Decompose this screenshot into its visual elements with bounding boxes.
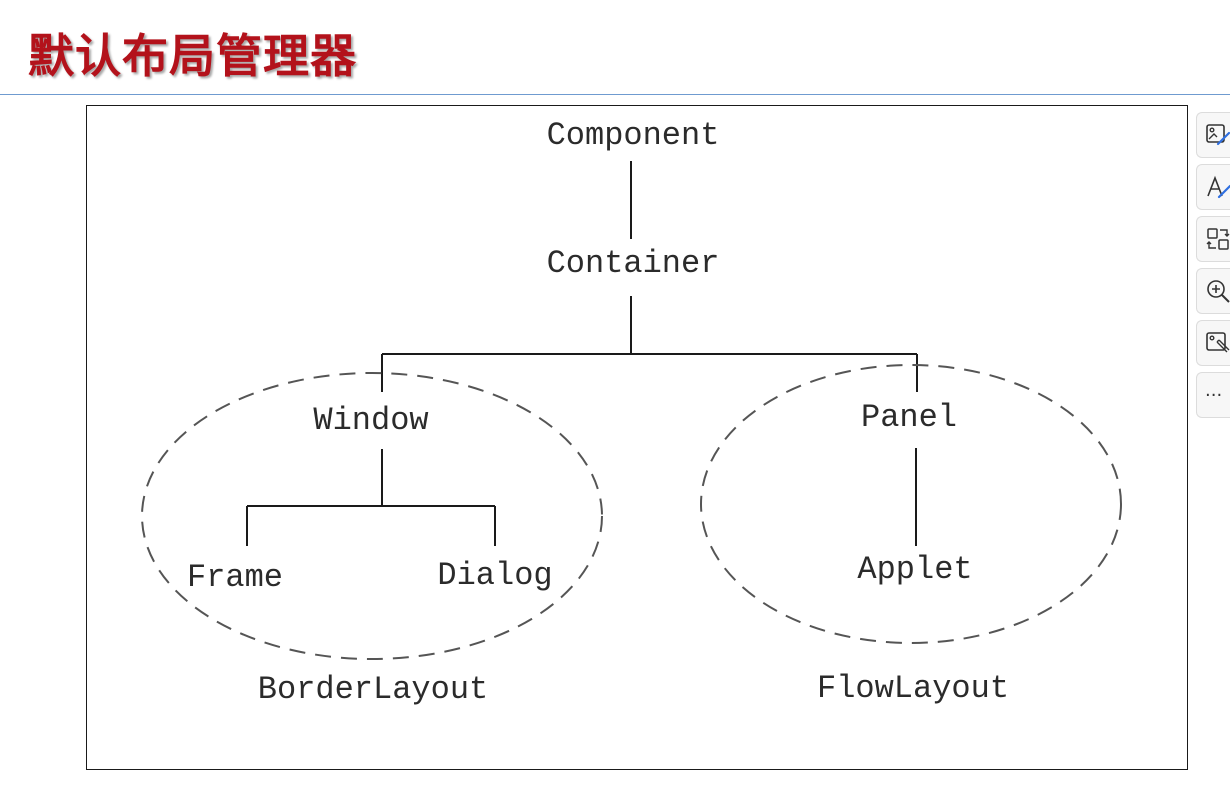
text-edit-icon [1207,175,1230,199]
border-layout-group-outline [141,372,603,660]
floating-toolbar: ··· [1196,112,1230,418]
image-tag-icon [1206,332,1230,353]
more-icon: ··· [1205,384,1223,406]
image-edit-button[interactable] [1196,112,1230,158]
flow-layout-group-outline [700,364,1122,644]
node-dialog: Dialog [437,557,552,594]
slide-title: 默认布局管理器 [28,29,357,83]
node-panel: Panel [861,399,957,436]
swap-button[interactable] [1196,216,1230,262]
node-frame: Frame [187,559,283,596]
zoom-in-button[interactable] [1196,268,1230,314]
diagram-canvas: Component Container Window Panel Frame D… [141,117,1122,708]
text-edit-button[interactable] [1196,164,1230,210]
zoom-in-icon [1207,280,1230,303]
more-button[interactable]: ··· [1196,372,1230,418]
swap-icon [1206,228,1230,250]
image-tag-button[interactable] [1196,320,1230,366]
group-label-flow-layout: FlowLayout [817,670,1009,707]
node-component: Component [547,117,720,154]
class-hierarchy-diagram: Component Container Window Panel Frame D… [86,105,1188,770]
image-edit-icon [1206,124,1230,146]
node-container: Container [547,245,720,282]
title-divider [0,94,1230,95]
node-window: Window [313,402,428,439]
group-label-border-layout: BorderLayout [258,671,488,708]
node-applet: Applet [857,551,972,588]
